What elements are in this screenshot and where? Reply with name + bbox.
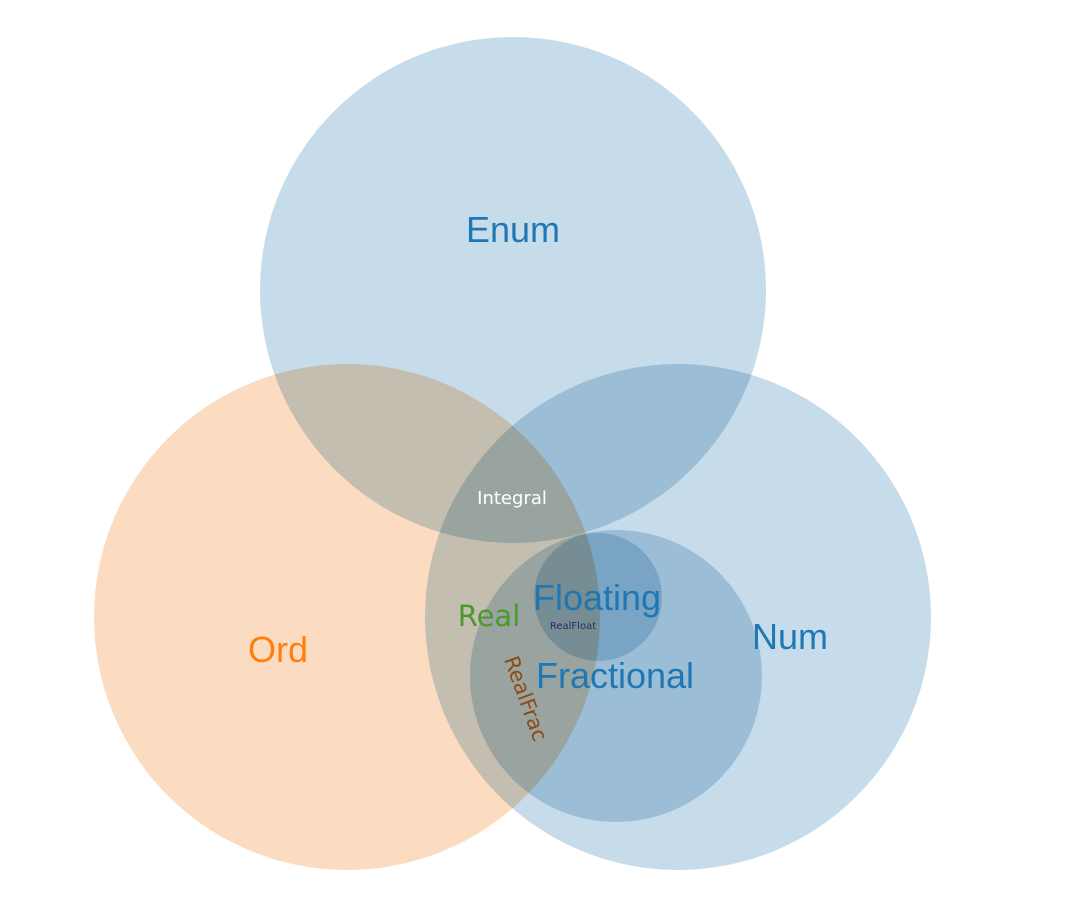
integral-label: Integral bbox=[477, 488, 547, 509]
real-label: Real bbox=[458, 599, 521, 633]
num-label: Num bbox=[752, 616, 828, 657]
realfloat-label: RealFloat bbox=[550, 621, 596, 632]
enum-label: Enum bbox=[466, 209, 560, 250]
ord-label: Ord bbox=[248, 629, 308, 670]
floating-circle bbox=[534, 533, 662, 661]
floating-label: Floating bbox=[533, 577, 661, 618]
fractional-label: Fractional bbox=[536, 655, 694, 696]
